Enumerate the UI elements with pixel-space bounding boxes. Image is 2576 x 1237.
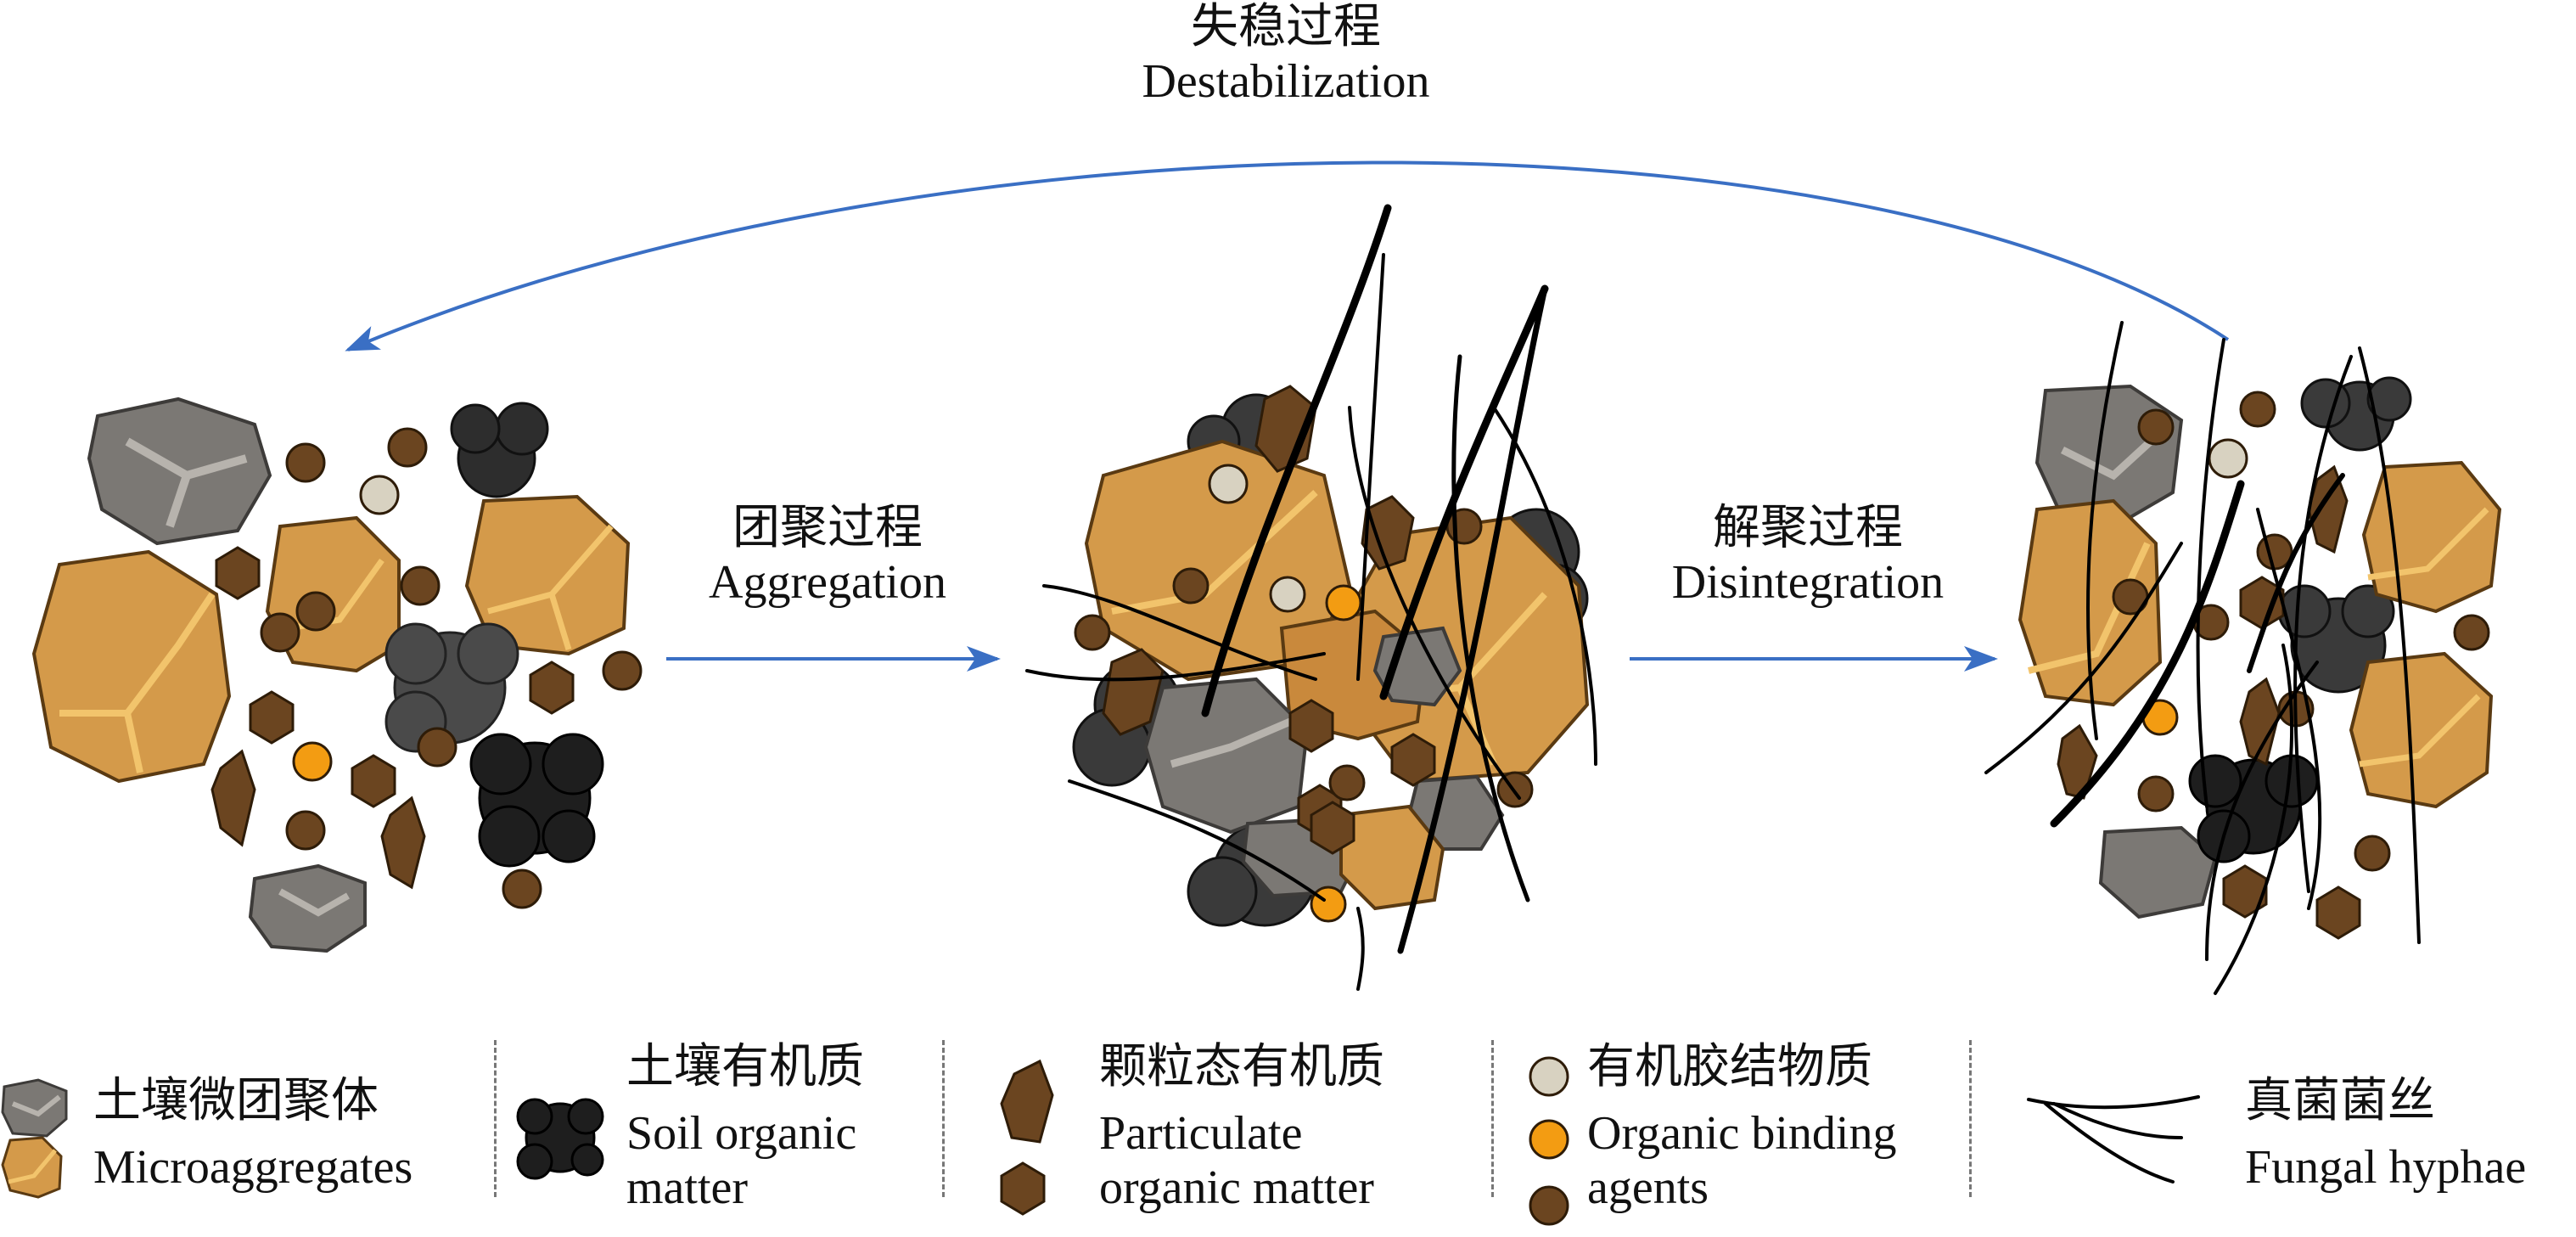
microaggregate-grey-legend-icon [1, 1078, 68, 1138]
aggregation-label-cn: 团聚过程 [732, 502, 923, 554]
destabilization-label-en: Destabilization [1142, 55, 1430, 108]
legend-divider [942, 1040, 945, 1197]
aggregation-label-en: Aggregation [709, 556, 946, 609]
organic-binding-agents [260, 427, 643, 909]
legend-pom-en-1: Particulate [1099, 1107, 1303, 1160]
grey-microaggregate [87, 396, 272, 546]
legend-hyphae-en: Fungal hyphae [2245, 1141, 2527, 1194]
soil-organic-matter [450, 402, 549, 498]
particulate-organic-matter [210, 546, 575, 890]
legend-divider [494, 1040, 497, 1197]
legend-divider [1969, 1040, 1972, 1197]
soil-organic-matter [469, 733, 604, 868]
hyphae-legend-icon [2027, 1095, 2200, 1184]
legend-divider [1491, 1040, 1494, 1197]
legend-som-en-1: Soil organic [626, 1107, 857, 1160]
pom-legend-icon [1000, 1059, 1054, 1216]
legend-icons [1, 1056, 2200, 1226]
legend-binding-en-1: Organic binding [1587, 1107, 1897, 1160]
legend-hyphae-cn: 真菌菌丝 [2245, 1075, 2435, 1127]
destabilization-label-cn: 失稳过程 [1191, 1, 1381, 53]
legend-som-cn: 土壤有机质 [626, 1041, 864, 1094]
soil-organic-matter [384, 622, 519, 753]
legend-microaggregates-cn: 土壤微团聚体 [93, 1075, 379, 1127]
tan-microaggregate [464, 494, 631, 656]
center-aggregate [1025, 204, 1597, 991]
binding-agents-legend-icon [1529, 1056, 1569, 1226]
legend-binding-en-2: agents [1587, 1161, 1709, 1214]
legend-microaggregates-en: Microaggregates [93, 1141, 413, 1194]
legend-pom-cn: 颗粒态有机质 [1099, 1041, 1384, 1094]
disintegration-label-en: Disintegration [1671, 556, 1945, 609]
disintegration-label-cn: 解聚过程 [1713, 502, 1903, 554]
som-legend-icon [516, 1098, 604, 1180]
grey-microaggregate [248, 863, 367, 953]
legend-som-en-2: matter [626, 1161, 749, 1214]
tan-microaggregate [31, 549, 232, 784]
left-dispersed-cluster [31, 396, 643, 953]
legend-binding-cn: 有机胶结物质 [1587, 1041, 1872, 1094]
legend-pom-en-2: organic matter [1099, 1161, 1374, 1214]
right-disintegrated-cluster [1984, 321, 2502, 995]
microaggregate-tan-legend-icon [1, 1136, 63, 1199]
destabilization-arrow [345, 160, 2230, 351]
